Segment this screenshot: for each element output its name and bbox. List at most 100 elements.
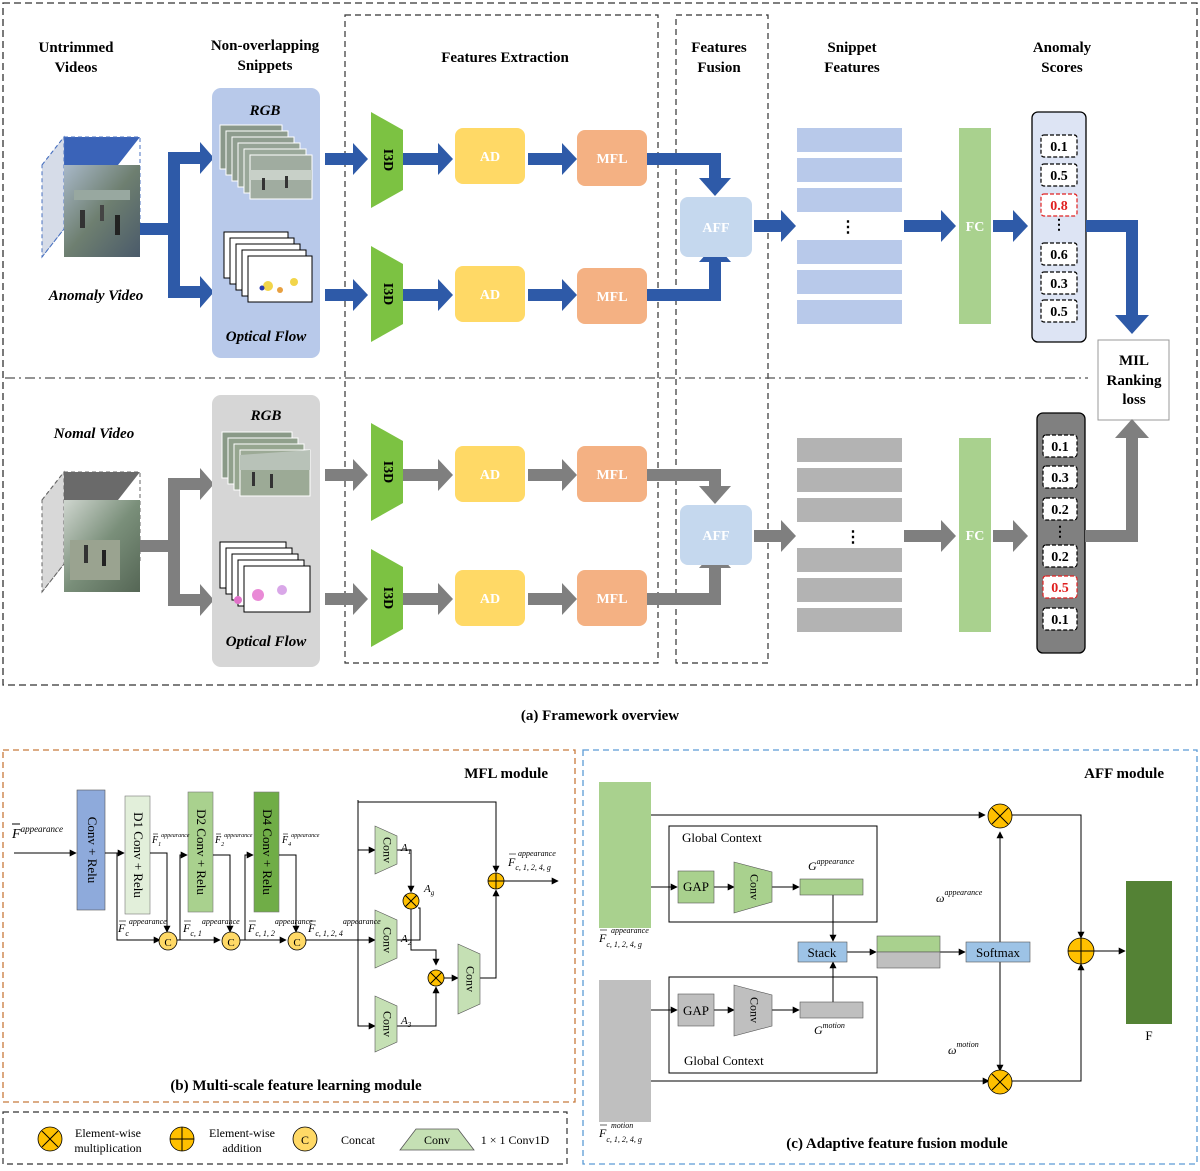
d2-block bbox=[187, 791, 214, 913]
anomaly-video-label: Anomaly Video bbox=[48, 288, 144, 304]
score-box bbox=[1042, 465, 1078, 489]
svg-text:Fc, 1, 2, 4, gappearance: Fc, 1, 2, 4, gappearance bbox=[598, 926, 649, 949]
aff-title: AFF module bbox=[1084, 766, 1164, 782]
ad-label: AD bbox=[480, 150, 500, 165]
header-anomaly-scores-2: Scores bbox=[1041, 60, 1083, 76]
mfl-caption: (b) Multi-scale feature learning module bbox=[170, 1078, 422, 1094]
d4-block bbox=[253, 791, 280, 913]
anomaly-split-arrows bbox=[140, 142, 214, 308]
aff-label: AFF bbox=[702, 221, 729, 236]
normal-flow-label: Optical Flow bbox=[226, 634, 307, 650]
normal-video-label: Nomal Video bbox=[53, 426, 134, 442]
score-value: 0.3 bbox=[1050, 277, 1068, 292]
appearance-feature-block bbox=[599, 782, 651, 928]
aff-caption: (c) Adaptive feature fusion module bbox=[786, 1136, 1008, 1152]
ad-block bbox=[455, 570, 525, 626]
svg-text:C: C bbox=[301, 1133, 309, 1147]
fused-output-block bbox=[1126, 881, 1172, 1024]
mfl-output-label: Fc, 1, 2, 4, gappearance bbox=[507, 849, 556, 872]
ag-label: Ag bbox=[423, 883, 435, 897]
svg-text:Conv: Conv bbox=[380, 1011, 394, 1037]
score-box bbox=[1042, 607, 1078, 631]
svg-text:C: C bbox=[293, 937, 300, 949]
svg-text:Fc, 1, 2, 4, gappearance: Fc, 1, 2, 4, gappearance bbox=[507, 849, 556, 872]
add-node-aff bbox=[1067, 937, 1095, 965]
aff-module: AFF module Fc, 1, 2, 4, gappearance Fc, … bbox=[582, 749, 1198, 1165]
svg-text:Conv: Conv bbox=[380, 837, 394, 863]
g-mot-label: Gmotion bbox=[814, 1021, 845, 1037]
score-value: ⋮ bbox=[1052, 218, 1066, 233]
svg-text:Conv: Conv bbox=[463, 966, 477, 992]
motion-feature-block bbox=[599, 980, 651, 1122]
normal-flow-pipeline: I3D AD MFL bbox=[325, 549, 731, 647]
normal-rgb-frames bbox=[221, 431, 311, 497]
anomaly-aff-arrow bbox=[754, 210, 796, 242]
i3d-label: I3D bbox=[380, 283, 395, 306]
fusion-region bbox=[675, 14, 769, 664]
anomaly-flow-pipeline: I3D AD MFL bbox=[325, 244, 731, 342]
score-value: 0.5 bbox=[1050, 305, 1068, 320]
fc124-label: Fc, 1, 2, 4appearance bbox=[307, 917, 381, 938]
fc-label-mfl: Fcappearance bbox=[117, 917, 167, 938]
add-node bbox=[487, 872, 505, 890]
fc-label: FC bbox=[966, 220, 985, 235]
ad-block bbox=[455, 128, 525, 184]
legend-multiply-icon bbox=[37, 1126, 63, 1152]
normal-fc-arrow bbox=[904, 520, 956, 552]
conv-relu-block bbox=[76, 789, 106, 911]
header-snippet-features-2: Features bbox=[824, 60, 880, 76]
i3d-label: I3D bbox=[380, 461, 395, 484]
normal-mil-arrow bbox=[1085, 419, 1149, 542]
g-mot-bar bbox=[799, 1001, 864, 1019]
score-value: 0.1 bbox=[1050, 140, 1068, 155]
ad-label: AD bbox=[480, 592, 500, 607]
header-anomaly-scores-1: Anomaly bbox=[1033, 40, 1092, 56]
normal-aff-arrow bbox=[754, 520, 796, 552]
legend-border bbox=[2, 1111, 568, 1165]
header-untrimmed-2: Videos bbox=[55, 60, 98, 76]
score-box bbox=[1042, 434, 1078, 458]
i3d-block bbox=[371, 423, 403, 521]
mil-label-1: MIL bbox=[1119, 353, 1149, 369]
legend-mult-2: multiplication bbox=[74, 1141, 141, 1155]
conv-block-1: Conv bbox=[374, 825, 398, 875]
svg-text:Conv: Conv bbox=[380, 927, 394, 953]
anomaly-snippet-features bbox=[797, 128, 902, 324]
conv-label-bottom: Conv bbox=[747, 997, 761, 1023]
fc-block bbox=[959, 128, 991, 324]
legend-conv-icon: Conv bbox=[399, 1128, 475, 1151]
mil-loss-box bbox=[1097, 339, 1170, 421]
in-app-label: Fc, 1, 2, 4, gappearance bbox=[598, 926, 649, 949]
fc1-label: Fc, 1appearance bbox=[182, 917, 240, 938]
anomaly-flow-frames bbox=[223, 231, 313, 303]
score-box bbox=[1042, 497, 1078, 521]
framework-overview: Untrimmed Videos Non-overlapping Snippet… bbox=[2, 2, 1198, 724]
global-context-label-bottom: Global Context bbox=[684, 1053, 764, 1068]
conv-block-bottom bbox=[733, 984, 773, 1037]
svg-text:Fc, 1, 2appearance: Fc, 1, 2appearance bbox=[247, 917, 313, 938]
header-snippet-features-1: Snippet bbox=[827, 40, 876, 56]
normal-flow-frames bbox=[219, 541, 311, 613]
score-value: 0.5 bbox=[1050, 169, 1068, 184]
score-value: 0.5 bbox=[1051, 581, 1069, 596]
i3d-block bbox=[371, 549, 403, 647]
score-value: 0.3 bbox=[1051, 471, 1069, 486]
score-box bbox=[1040, 271, 1078, 295]
multiply-node-bottom bbox=[987, 1069, 1013, 1095]
svg-text:F1appearance: F1appearance bbox=[151, 833, 190, 848]
anomaly-video-cube bbox=[41, 135, 141, 259]
svg-text:C: C bbox=[164, 937, 171, 949]
legend-concat-icon: C bbox=[292, 1126, 318, 1152]
score-value: 0.1 bbox=[1051, 440, 1069, 455]
header-snippets-2: Snippets bbox=[237, 58, 292, 74]
mfl-connectors bbox=[105, 800, 559, 1030]
score-box bbox=[1040, 193, 1078, 217]
softmax-label: Softmax bbox=[976, 945, 1021, 960]
a1-label: A1 bbox=[400, 842, 411, 856]
legend-mult-1: Element-wise bbox=[75, 1126, 141, 1140]
anomaly-fc-arrow bbox=[904, 210, 956, 242]
mfl-input-label: Fappearance bbox=[11, 824, 63, 842]
global-context-box-top bbox=[668, 825, 878, 923]
gap-label-bottom: GAP bbox=[683, 1003, 709, 1018]
